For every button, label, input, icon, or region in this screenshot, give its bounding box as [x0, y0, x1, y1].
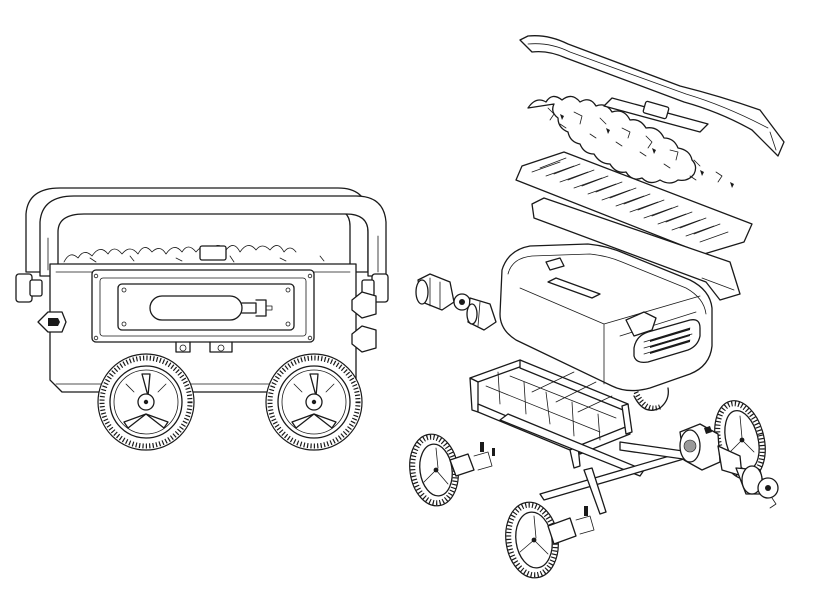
exploded-rocks [527, 95, 734, 188]
exploded-grate [515, 151, 753, 255]
exploded-plate [531, 197, 741, 301]
exploded-body [499, 243, 713, 411]
side-view-wheel-right [265, 353, 363, 451]
exploded-frame [469, 359, 695, 515]
exploded-view [409, 35, 785, 579]
exploded-wheel-front-right [505, 501, 595, 579]
exploded-wheel-front-left [409, 433, 495, 507]
side-view [15, 187, 389, 451]
exploded-motor [415, 273, 497, 331]
side-view-wheel-left [97, 353, 195, 451]
exploded-canopy [519, 35, 785, 157]
side-view-rocks [63, 245, 325, 263]
side-view-clips [15, 273, 389, 303]
side-view-canopy [25, 187, 387, 277]
exploded-drive-unit [679, 423, 779, 509]
